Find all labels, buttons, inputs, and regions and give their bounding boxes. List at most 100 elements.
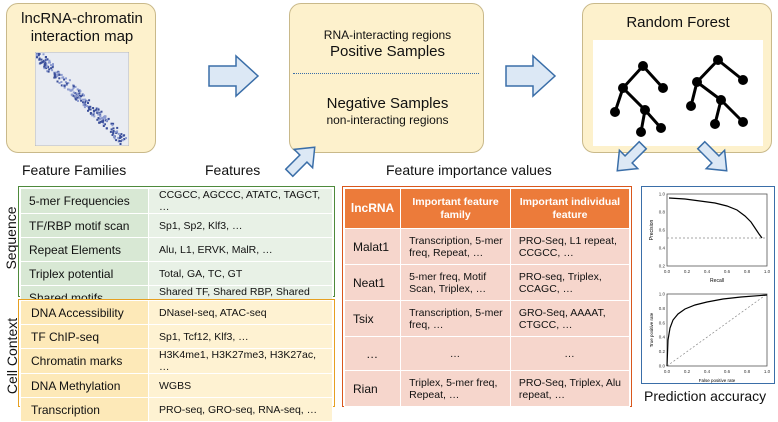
context-family-cell: Transcription bbox=[20, 397, 149, 422]
heatmap-cell bbox=[47, 61, 50, 64]
heatmap-cell bbox=[120, 133, 123, 136]
tick-label: 0.0 bbox=[659, 364, 666, 369]
heatmap-cell bbox=[104, 123, 106, 126]
heatmap-cell bbox=[50, 64, 52, 67]
heatmap-cell bbox=[38, 57, 41, 60]
heatmap-cell bbox=[52, 64, 54, 67]
heatmap-cell bbox=[48, 59, 51, 62]
heatmap-cell bbox=[105, 119, 108, 122]
pr-ylabel: Precision bbox=[649, 220, 655, 241]
samples-box: RNA-interacting regions Positive Samples… bbox=[289, 3, 484, 153]
heatmap-cell bbox=[38, 53, 41, 55]
heatmap-cell bbox=[57, 71, 60, 74]
tick-label: 0.2 bbox=[659, 264, 666, 269]
heatmap-cell bbox=[83, 94, 85, 97]
importance-family-cell: Transcription, 5-mer freq, Repeat, … bbox=[400, 228, 511, 265]
roc-xlabel: False positive rate bbox=[699, 378, 736, 383]
tick-label: 0.6 bbox=[659, 228, 666, 233]
heatmap-cell bbox=[67, 88, 69, 91]
heatmap-cell bbox=[82, 101, 84, 104]
heatmap-cell bbox=[36, 56, 38, 59]
heatmap-cell bbox=[118, 140, 121, 142]
heatmap-cell bbox=[81, 93, 84, 96]
heatmap-cell bbox=[105, 127, 108, 130]
heatmap-cell bbox=[60, 73, 63, 76]
heatmap-cell bbox=[82, 98, 85, 101]
heatmap-cell bbox=[64, 81, 67, 84]
tick-label: 0.2 bbox=[659, 349, 666, 354]
heatmap-cell bbox=[62, 84, 65, 87]
heatmap-cell bbox=[68, 79, 71, 82]
heatmap-cell bbox=[89, 105, 92, 108]
heatmap-cell bbox=[89, 108, 92, 111]
heatmap-cell bbox=[78, 92, 81, 95]
heatmap-cell bbox=[89, 112, 92, 114]
heatmap-cell bbox=[97, 117, 100, 119]
heatmap-cell bbox=[72, 91, 75, 94]
heatmap-cell bbox=[72, 85, 75, 88]
roc-ylabel: True positive rate bbox=[649, 312, 654, 347]
heatmap-cell bbox=[97, 113, 100, 116]
importance-feature-cell: … bbox=[509, 336, 631, 371]
heatmap-cell bbox=[79, 90, 82, 93]
heatmap-cell bbox=[76, 88, 79, 91]
importance-col-lncrna: lncRNA bbox=[343, 188, 402, 229]
interaction-map-box: lncRNA-chromatin interaction map bbox=[6, 3, 156, 153]
importance-family-cell: … bbox=[400, 336, 511, 371]
positive-samples-sublabel: RNA-interacting regions bbox=[323, 28, 452, 42]
heatmap-cell bbox=[99, 115, 102, 118]
heatmap-cell bbox=[42, 53, 45, 56]
heatmap-cell bbox=[96, 111, 99, 114]
heatmap-cell bbox=[65, 82, 68, 85]
divider bbox=[293, 73, 479, 74]
heatmap-cell bbox=[102, 125, 105, 127]
heatmap-cell bbox=[93, 112, 96, 115]
heatmap-cell bbox=[76, 93, 79, 96]
heatmap-cell bbox=[47, 66, 50, 69]
heatmap-cell bbox=[52, 63, 54, 66]
heatmap-cell bbox=[67, 82, 70, 85]
heatmap-cell bbox=[45, 64, 48, 67]
heatmap-cell bbox=[92, 109, 95, 112]
random-forest-title: Random Forest bbox=[626, 14, 730, 31]
heatmap-cell bbox=[45, 65, 48, 68]
heatmap-cell bbox=[114, 130, 117, 133]
heatmap-cell bbox=[51, 69, 54, 72]
tick-label: 1.0 bbox=[764, 269, 771, 274]
heatmap-cell bbox=[119, 136, 122, 139]
importance-row: ……… bbox=[343, 336, 631, 371]
heatmap-cell bbox=[83, 103, 86, 106]
heatmap-cell bbox=[76, 96, 79, 99]
heatmap-cell bbox=[88, 99, 91, 102]
heatmap-cell bbox=[102, 122, 105, 125]
heatmap-cell bbox=[111, 134, 114, 136]
heatmap-cell bbox=[123, 138, 126, 141]
importance-lncrna-cell: Malat1 bbox=[343, 228, 402, 265]
heatmap-cell bbox=[65, 77, 67, 80]
heatmap-cell bbox=[58, 77, 61, 80]
context-family-cell: DNA Accessibility bbox=[20, 300, 149, 325]
heatmap-cell bbox=[95, 109, 97, 112]
heatmap-cell bbox=[84, 101, 87, 104]
accuracy-panel bbox=[641, 186, 775, 384]
importance-lncrna-cell: Neat1 bbox=[343, 264, 402, 301]
heatmap-cell bbox=[100, 110, 103, 113]
heatmap-cell bbox=[74, 85, 77, 88]
heatmap-cell bbox=[49, 61, 51, 64]
heatmap-cell bbox=[95, 107, 98, 110]
positive-samples-label: Positive Samples bbox=[329, 43, 446, 60]
arrow-right-1 bbox=[208, 54, 260, 98]
importance-lncrna-cell: Tsix bbox=[343, 300, 402, 337]
importance-feature-cell: GRO-Seq, AAAAT, CTGCC, … bbox=[509, 300, 631, 337]
heatmap-cell bbox=[68, 88, 71, 91]
heatmap-cell bbox=[81, 94, 84, 97]
decision-trees-icon bbox=[593, 40, 763, 146]
sequence-family-cell: TF/RBP motif scan bbox=[20, 213, 149, 238]
importance-col-family: Important feature family bbox=[400, 188, 511, 229]
tick-label: 0.2 bbox=[684, 269, 691, 274]
context-family-cell: TF ChIP-seq bbox=[20, 324, 149, 349]
